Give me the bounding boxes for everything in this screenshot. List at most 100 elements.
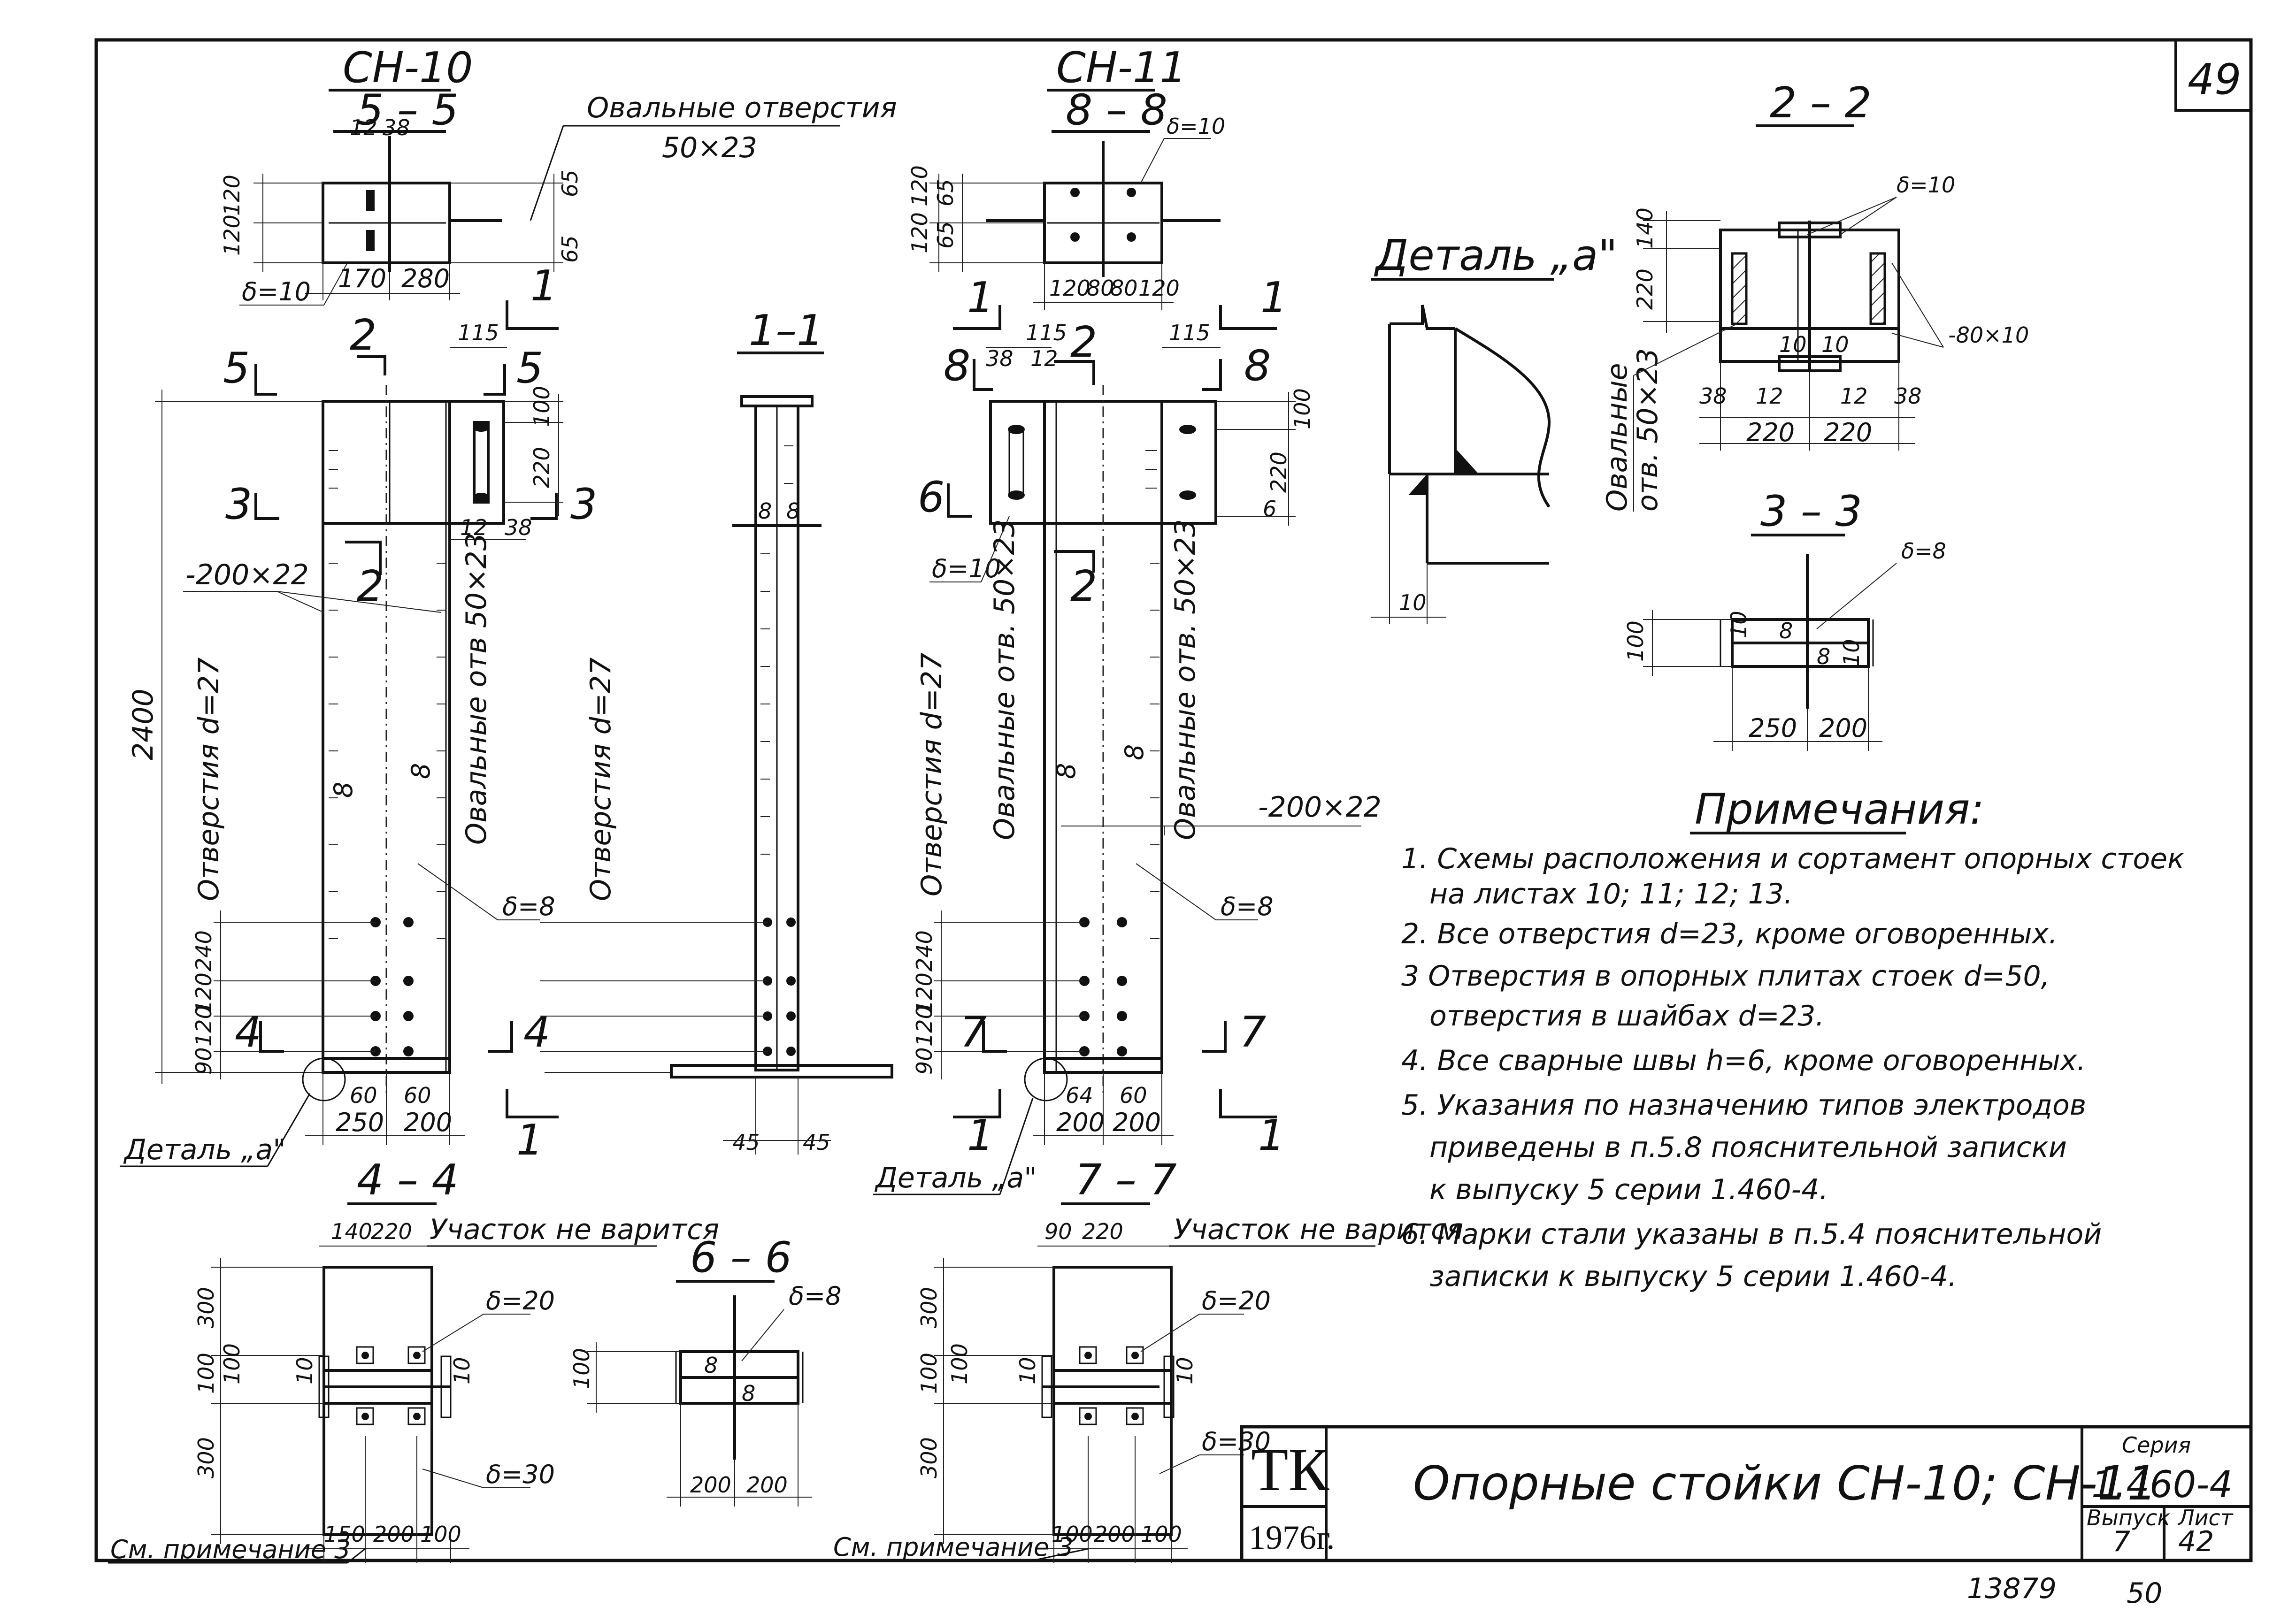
dim-12: 12 <box>350 115 377 140</box>
ch11-title: СН-11 <box>1056 43 1187 92</box>
dim-10-c: 10 <box>1821 332 1849 357</box>
ch10-title: СН-10 <box>343 43 473 92</box>
dim-10-b: 10 <box>1779 332 1807 357</box>
dim-120b: 120 <box>219 214 245 256</box>
ch11-section-label: 8 – 8 <box>1066 85 1167 135</box>
dim-90-b: 90 <box>912 1047 937 1075</box>
dim-45-b: 45 <box>803 1130 830 1155</box>
note-line-9: к выпуску 5 серии 1.460-4. <box>1429 1173 1828 1206</box>
sec66-thk-b: 8 <box>742 1381 755 1406</box>
dim-100-b: 100 <box>1290 388 1315 429</box>
cut-1-top-b: 1 <box>967 273 994 322</box>
title-block: ТК 1976г. Опорные стойки СН-10; СН-11 Се… <box>1240 1425 2251 1560</box>
ch11-web-thk-2: 8 <box>1120 744 1149 760</box>
dim-100-f: 100 <box>420 1522 461 1547</box>
org-stamp: ТК <box>1251 1436 1329 1504</box>
dim-90-c: 90 <box>1044 1219 1072 1244</box>
sec-4-4-label: 4 – 4 <box>357 1155 459 1205</box>
footer-number-left: 13879 <box>1967 1572 2057 1605</box>
notes: Примечания: 1. Схемы расположения и сорт… <box>1401 785 2184 1293</box>
dim-120-h: 120 <box>1138 275 1180 301</box>
holes-d27-label-c: Отверстия d=27 <box>915 653 948 896</box>
sec-6-6-label: 6 – 6 <box>690 1233 792 1282</box>
oval-holes-size: 50×23 <box>662 131 757 164</box>
delta-10-d: δ=10 <box>1897 172 1955 198</box>
see-note-3-a: См. примечание 3 <box>110 1535 351 1564</box>
not-welded-label-b: Участок не варится <box>1174 1213 1463 1246</box>
sec-1-1-label: 1–1 <box>749 306 824 355</box>
dim-65b: 65 <box>557 235 583 263</box>
ch10-web-thk-2: 8 <box>406 763 436 779</box>
dim-140-b: 140 <box>331 1219 372 1244</box>
dim-12-b: 12 <box>460 515 488 540</box>
dim-100-j: 100 <box>1052 1522 1093 1547</box>
delta-20-a: δ=20 <box>486 1286 555 1316</box>
plate-80x10-label: -80×10 <box>1948 322 2029 348</box>
dim-65-d: 65 <box>933 221 958 249</box>
holes-d27-label-b: Отверстия d=27 <box>584 658 617 901</box>
note-line-5: отверстия в шайбах d=23. <box>1429 1000 1824 1033</box>
dim-100-i: 100 <box>947 1343 972 1385</box>
note-line-3: 2. Все отверстия d=23, кроме оговоренных… <box>1401 918 2058 950</box>
dim-10-i: 10 <box>1172 1357 1198 1385</box>
dim-200-a: 200 <box>404 1108 452 1137</box>
dim-250-a: 250 <box>336 1108 384 1137</box>
dim-12-e: 12 <box>1840 383 1868 409</box>
dim-220-g: 220 <box>1082 1219 1123 1244</box>
ch11-elevation: 1 1 8 8 2 38 115 12 115 <box>873 273 1382 1195</box>
dim-10-g: 10 <box>449 1357 475 1385</box>
dim-100-d: 100 <box>193 1353 219 1394</box>
dim-170: 170 <box>338 264 386 293</box>
dim-120-e: 120 <box>907 165 932 207</box>
detail-a-title: Деталь „а" <box>1374 231 1618 280</box>
sheet-value: 42 <box>2178 1525 2214 1558</box>
ch10-elevation: 2 5 1 5 115 <box>120 261 597 1167</box>
note-line-6: 4. Все сварные швы h=6, кроме оговоренны… <box>1401 1044 2086 1077</box>
plate-200x22-label-b: -200×22 <box>1258 791 1382 824</box>
sheet-label: Лист <box>2177 1505 2234 1530</box>
ch11-section-8-8: СН-11 8 – 8 δ=10 120 120 65 65 120 80 80… <box>907 43 1225 310</box>
cut-7-right: 7 <box>1239 1008 1266 1057</box>
cut-1-bottom-b: 1 <box>967 1111 994 1160</box>
dim-12-d: 12 <box>1756 383 1783 409</box>
cut-6-right: 6 <box>1263 496 1276 521</box>
dim-220-d: 220 <box>1746 418 1795 447</box>
delta-20-b: δ=20 <box>1202 1286 1271 1316</box>
sec-7-7-label: 7 – 7 <box>1075 1155 1177 1205</box>
delta-10-c: δ=10 <box>932 554 1001 583</box>
dim-38-d: 38 <box>1699 383 1727 409</box>
see-note-3-b: См. примечание 3 <box>833 1532 1074 1562</box>
section-7-7: 7 – 7 Участок не варится 90 220 δ=20 δ=3… <box>831 1155 1463 1563</box>
note-line-10: 6. Марки стали указаны в п.5.4 пояснител… <box>1401 1218 2102 1251</box>
sec33-thk-a: 8 <box>1779 618 1793 643</box>
detail-a-ref-right: Деталь „а" <box>874 1162 1037 1194</box>
note-line-4: 3 Отверстия в опорных плитах стоек d=50, <box>1401 960 2050 993</box>
issue-label: Выпуск <box>2087 1505 2170 1530</box>
note-line-7: 5. Указания по назначению типов электрод… <box>1401 1089 2086 1122</box>
not-welded-label-a: Участок не варится <box>430 1213 719 1246</box>
plate-200x22-label: -200×22 <box>185 558 309 591</box>
dim-115-a: 115 <box>458 320 499 345</box>
sec-2-2-label: 2 – 2 <box>1770 78 1872 128</box>
dim-60-c: 60 <box>1120 1083 1147 1108</box>
sec33-thk-b: 8 <box>1817 644 1830 669</box>
dim-12-c: 12 <box>1030 346 1058 371</box>
cut-1-top: 1 <box>530 261 557 311</box>
drawing-title: Опорные стойки СН-10; СН-11 <box>1413 1456 2157 1511</box>
cut-5-left: 5 <box>223 344 250 393</box>
series-label: Серия <box>2122 1432 2191 1458</box>
dim-115-b: 115 <box>1026 320 1067 345</box>
ch10-web-thk-1: 8 <box>329 782 358 798</box>
delta-10-b: δ=10 <box>1167 114 1225 139</box>
section-6-6: 6 – 6 δ=8 8 8 100 200 200 <box>569 1233 842 1507</box>
section-4-4: 4 – 4 Участок не варится 140 220 δ=20 δ=… <box>108 1155 719 1564</box>
section-3-3: 3 – 3 δ=8 8 8 10 10 100 250 200 <box>1623 487 1946 751</box>
dim-280: 280 <box>401 264 450 293</box>
oval-side-label2: отв. 50×23 <box>1631 348 1664 512</box>
dim-100-h: 100 <box>916 1353 942 1394</box>
stamp-year: 1976г. <box>1249 1519 1335 1556</box>
cut-2-top-c: 2 <box>1070 318 1097 367</box>
cut-3-left: 3 <box>225 480 252 529</box>
cut-3-right: 3 <box>570 480 597 529</box>
sec66-thk-a: 8 <box>704 1353 718 1378</box>
